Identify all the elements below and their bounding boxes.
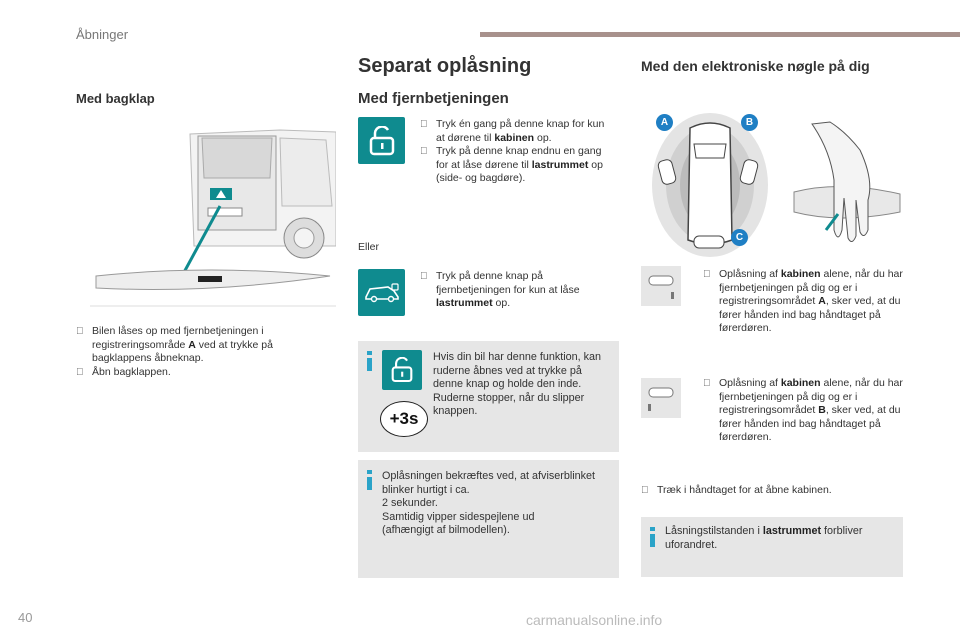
bullet-arrow-icon:  bbox=[703, 268, 719, 336]
header-bar bbox=[480, 32, 960, 37]
bullet-arrow-icon:  bbox=[420, 145, 436, 186]
cargo-unlock-tile bbox=[358, 269, 405, 316]
bullet-arrow-icon:  bbox=[420, 118, 436, 145]
hold-3s-badge: +3s bbox=[380, 401, 428, 437]
list-item:  Oplåsning af kabinen alene, når du har… bbox=[703, 377, 903, 445]
list-item-text: Åbn bagklappen. bbox=[92, 365, 171, 378]
detection-zones-diagram bbox=[652, 113, 768, 257]
list-item-text: Tryk på denne knap på fjernbetjeningen f… bbox=[436, 270, 580, 310]
list-item:  Træk i håndtaget for at åbne kabinen. bbox=[641, 484, 901, 498]
bullet-arrow-icon:  bbox=[76, 325, 92, 366]
hand-on-handle-illustration bbox=[793, 121, 901, 242]
smart-key-heading: Med den elektroniske nøgle på dig bbox=[641, 58, 870, 74]
confirm-info-text: Oplåsningen bekræftes ved, at afviserbli… bbox=[382, 470, 596, 537]
unlock-icon bbox=[369, 125, 394, 155]
list-item-text: Oplåsning af kabinen alene, når du har f… bbox=[719, 377, 903, 444]
info-icon bbox=[367, 351, 372, 355]
confirm-info-box: Oplåsningen bekræftes ved, at afviserbli… bbox=[358, 460, 619, 578]
door-handle-left-tile bbox=[641, 266, 681, 306]
list-item:  Oplåsning af kabinen alene, når du har… bbox=[703, 268, 903, 336]
list-item:  Tryk på denne knap endnu en gang for a… bbox=[420, 145, 615, 186]
door-handle-icon bbox=[648, 275, 674, 299]
tailgate-heading: Med bagklap bbox=[76, 91, 155, 106]
bullet-arrow-icon:  bbox=[420, 270, 436, 311]
window-info-box: +3s Hvis din bil har denne funktion, kan… bbox=[358, 341, 619, 452]
list-item:  Åbn bagklappen. bbox=[76, 366, 326, 380]
or-label: Eller bbox=[358, 241, 380, 253]
bullet-arrow-icon:  bbox=[641, 484, 657, 498]
zone-a-instructions:  Oplåsning af kabinen alene, når du har… bbox=[703, 268, 903, 336]
tailgate-instructions:  Bilen låses op med fjernbetjeningen i … bbox=[76, 325, 326, 379]
unlock-icon bbox=[391, 357, 413, 383]
list-item-text: Tryk én gang på denne knap for kun at dø… bbox=[436, 118, 605, 144]
open-cabin-instruction:  Træk i håndtaget for at åbne kabinen. bbox=[641, 484, 901, 498]
info-icon bbox=[367, 470, 372, 474]
unlock-button-tile bbox=[358, 117, 405, 164]
page-title: Separat oplåsning bbox=[358, 55, 532, 77]
list-item-text: Bilen låses op med fjernbetjeningen i re… bbox=[92, 325, 273, 365]
zone-a-badge: A bbox=[656, 114, 673, 131]
remote-subtitle: Med fjernbetjeningen bbox=[358, 90, 509, 107]
list-item:  Tryk på denne knap på fjernbetjeningen… bbox=[420, 270, 615, 311]
list-item-text: Træk i håndtaget for at åbne kabinen. bbox=[657, 484, 832, 496]
van-icon bbox=[364, 282, 399, 302]
window-info-text: Hvis din bil har denne funktion, kan rud… bbox=[433, 351, 602, 418]
lock-state-info-box: Låsningstilstanden i lastrummet forblive… bbox=[641, 517, 903, 577]
list-item-text: Oplåsning af kabinen alene, når du har f… bbox=[719, 268, 903, 335]
section-title: Åbninger bbox=[76, 27, 129, 42]
window-button-tile bbox=[382, 350, 422, 390]
bullet-arrow-icon:  bbox=[76, 366, 92, 380]
list-item-text: Tryk på denne knap endnu en gang for at … bbox=[436, 145, 603, 185]
door-handle-icon bbox=[648, 387, 674, 411]
door-handle-right-tile bbox=[641, 378, 681, 418]
list-item:  Tryk én gang på denne knap for kun at … bbox=[420, 118, 615, 145]
site-watermark: carmanualsonline.info bbox=[526, 612, 663, 628]
list-item:  Bilen låses op med fjernbetjeningen i … bbox=[76, 325, 326, 366]
bullet-arrow-icon:  bbox=[703, 377, 719, 445]
zone-c-badge: C bbox=[731, 229, 748, 246]
remote-instructions:  Tryk én gang på denne knap for kun at … bbox=[420, 118, 615, 186]
zone-b-instructions:  Oplåsning af kabinen alene, når du har… bbox=[703, 377, 903, 445]
cargo-instructions:  Tryk på denne knap på fjernbetjeningen… bbox=[420, 270, 615, 311]
zone-b-badge: B bbox=[741, 114, 758, 131]
tailgate-illustration bbox=[90, 126, 336, 316]
page-number: 40 bbox=[18, 610, 33, 625]
info-icon bbox=[650, 527, 655, 531]
lock-state-info-text: Låsningstilstanden i lastrummet forblive… bbox=[665, 525, 863, 551]
